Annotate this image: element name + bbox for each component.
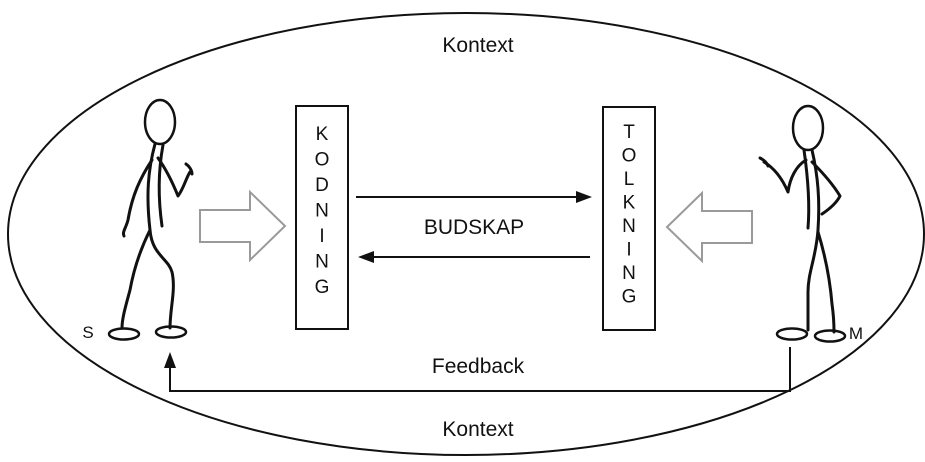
decoding-box-letter: O xyxy=(622,146,637,167)
message-arrow-back xyxy=(358,251,590,263)
decoding-box-letter: N xyxy=(622,216,636,237)
decoding-box-letter: G xyxy=(622,287,637,308)
encoding-box-letter: N xyxy=(315,201,329,222)
context-ellipse xyxy=(7,12,925,456)
decoding-box-letter: T xyxy=(623,122,635,143)
decoding-box-letter: N xyxy=(622,263,636,284)
sender-label: S xyxy=(82,323,93,342)
encoding-box-letter: K xyxy=(316,124,329,145)
encoding-box-letter: N xyxy=(315,252,329,273)
feedback-arrow xyxy=(164,347,791,392)
hollow-arrow-to-decoding xyxy=(665,190,753,264)
receiver-label: M xyxy=(849,324,863,343)
sender-figure xyxy=(107,98,194,341)
decoding-box-letter: K xyxy=(623,193,636,214)
feedback-label: Feedback xyxy=(432,355,525,378)
encoding-box-letter: O xyxy=(315,150,330,171)
message-arrow-forward xyxy=(356,191,592,203)
message-label: BUDSKAP xyxy=(424,216,524,239)
decoding-box-letter: L xyxy=(624,169,635,190)
context-top-label: Kontext xyxy=(442,34,513,57)
decoding-box-letter: I xyxy=(626,240,631,261)
hollow-arrow-to-encoding xyxy=(199,189,287,263)
receiver-figure xyxy=(758,104,847,343)
encoding-box-letter: G xyxy=(315,277,330,298)
encoding-box-letter: I xyxy=(319,226,324,247)
context-bottom-label: Kontext xyxy=(442,418,513,441)
encoding-box-letter: D xyxy=(315,175,329,196)
